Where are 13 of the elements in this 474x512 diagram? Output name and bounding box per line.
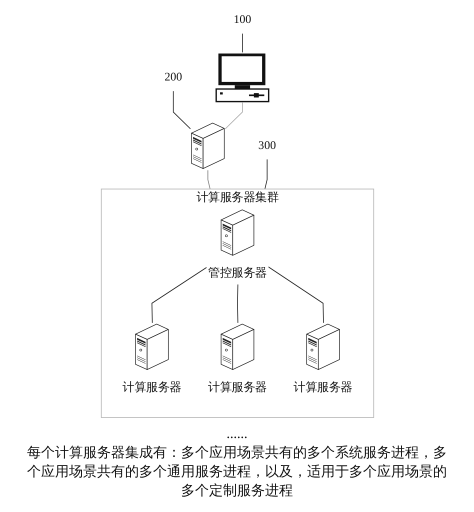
node-picture bbox=[190, 122, 225, 170]
connector bbox=[236, 284, 238, 324]
node-text: 200 bbox=[164, 71, 182, 84]
node-text: 300 bbox=[258, 139, 276, 152]
node-text: 100 bbox=[233, 14, 251, 26]
connector bbox=[264, 159, 268, 190]
note-text: 每个计算服务器集成有：多个应用场景共有的多个系统服务进程，多个应用场景共有的多个通用服务进程，以及，适用于多个应用场景的多个定制服务进程 bbox=[26, 444, 448, 501]
connector bbox=[172, 90, 190, 130]
connector bbox=[151, 266, 207, 324]
ellipsis-text: ...... bbox=[226, 426, 248, 444]
node-picture bbox=[214, 52, 270, 103]
connector bbox=[224, 102, 242, 130]
connector bbox=[206, 170, 210, 190]
